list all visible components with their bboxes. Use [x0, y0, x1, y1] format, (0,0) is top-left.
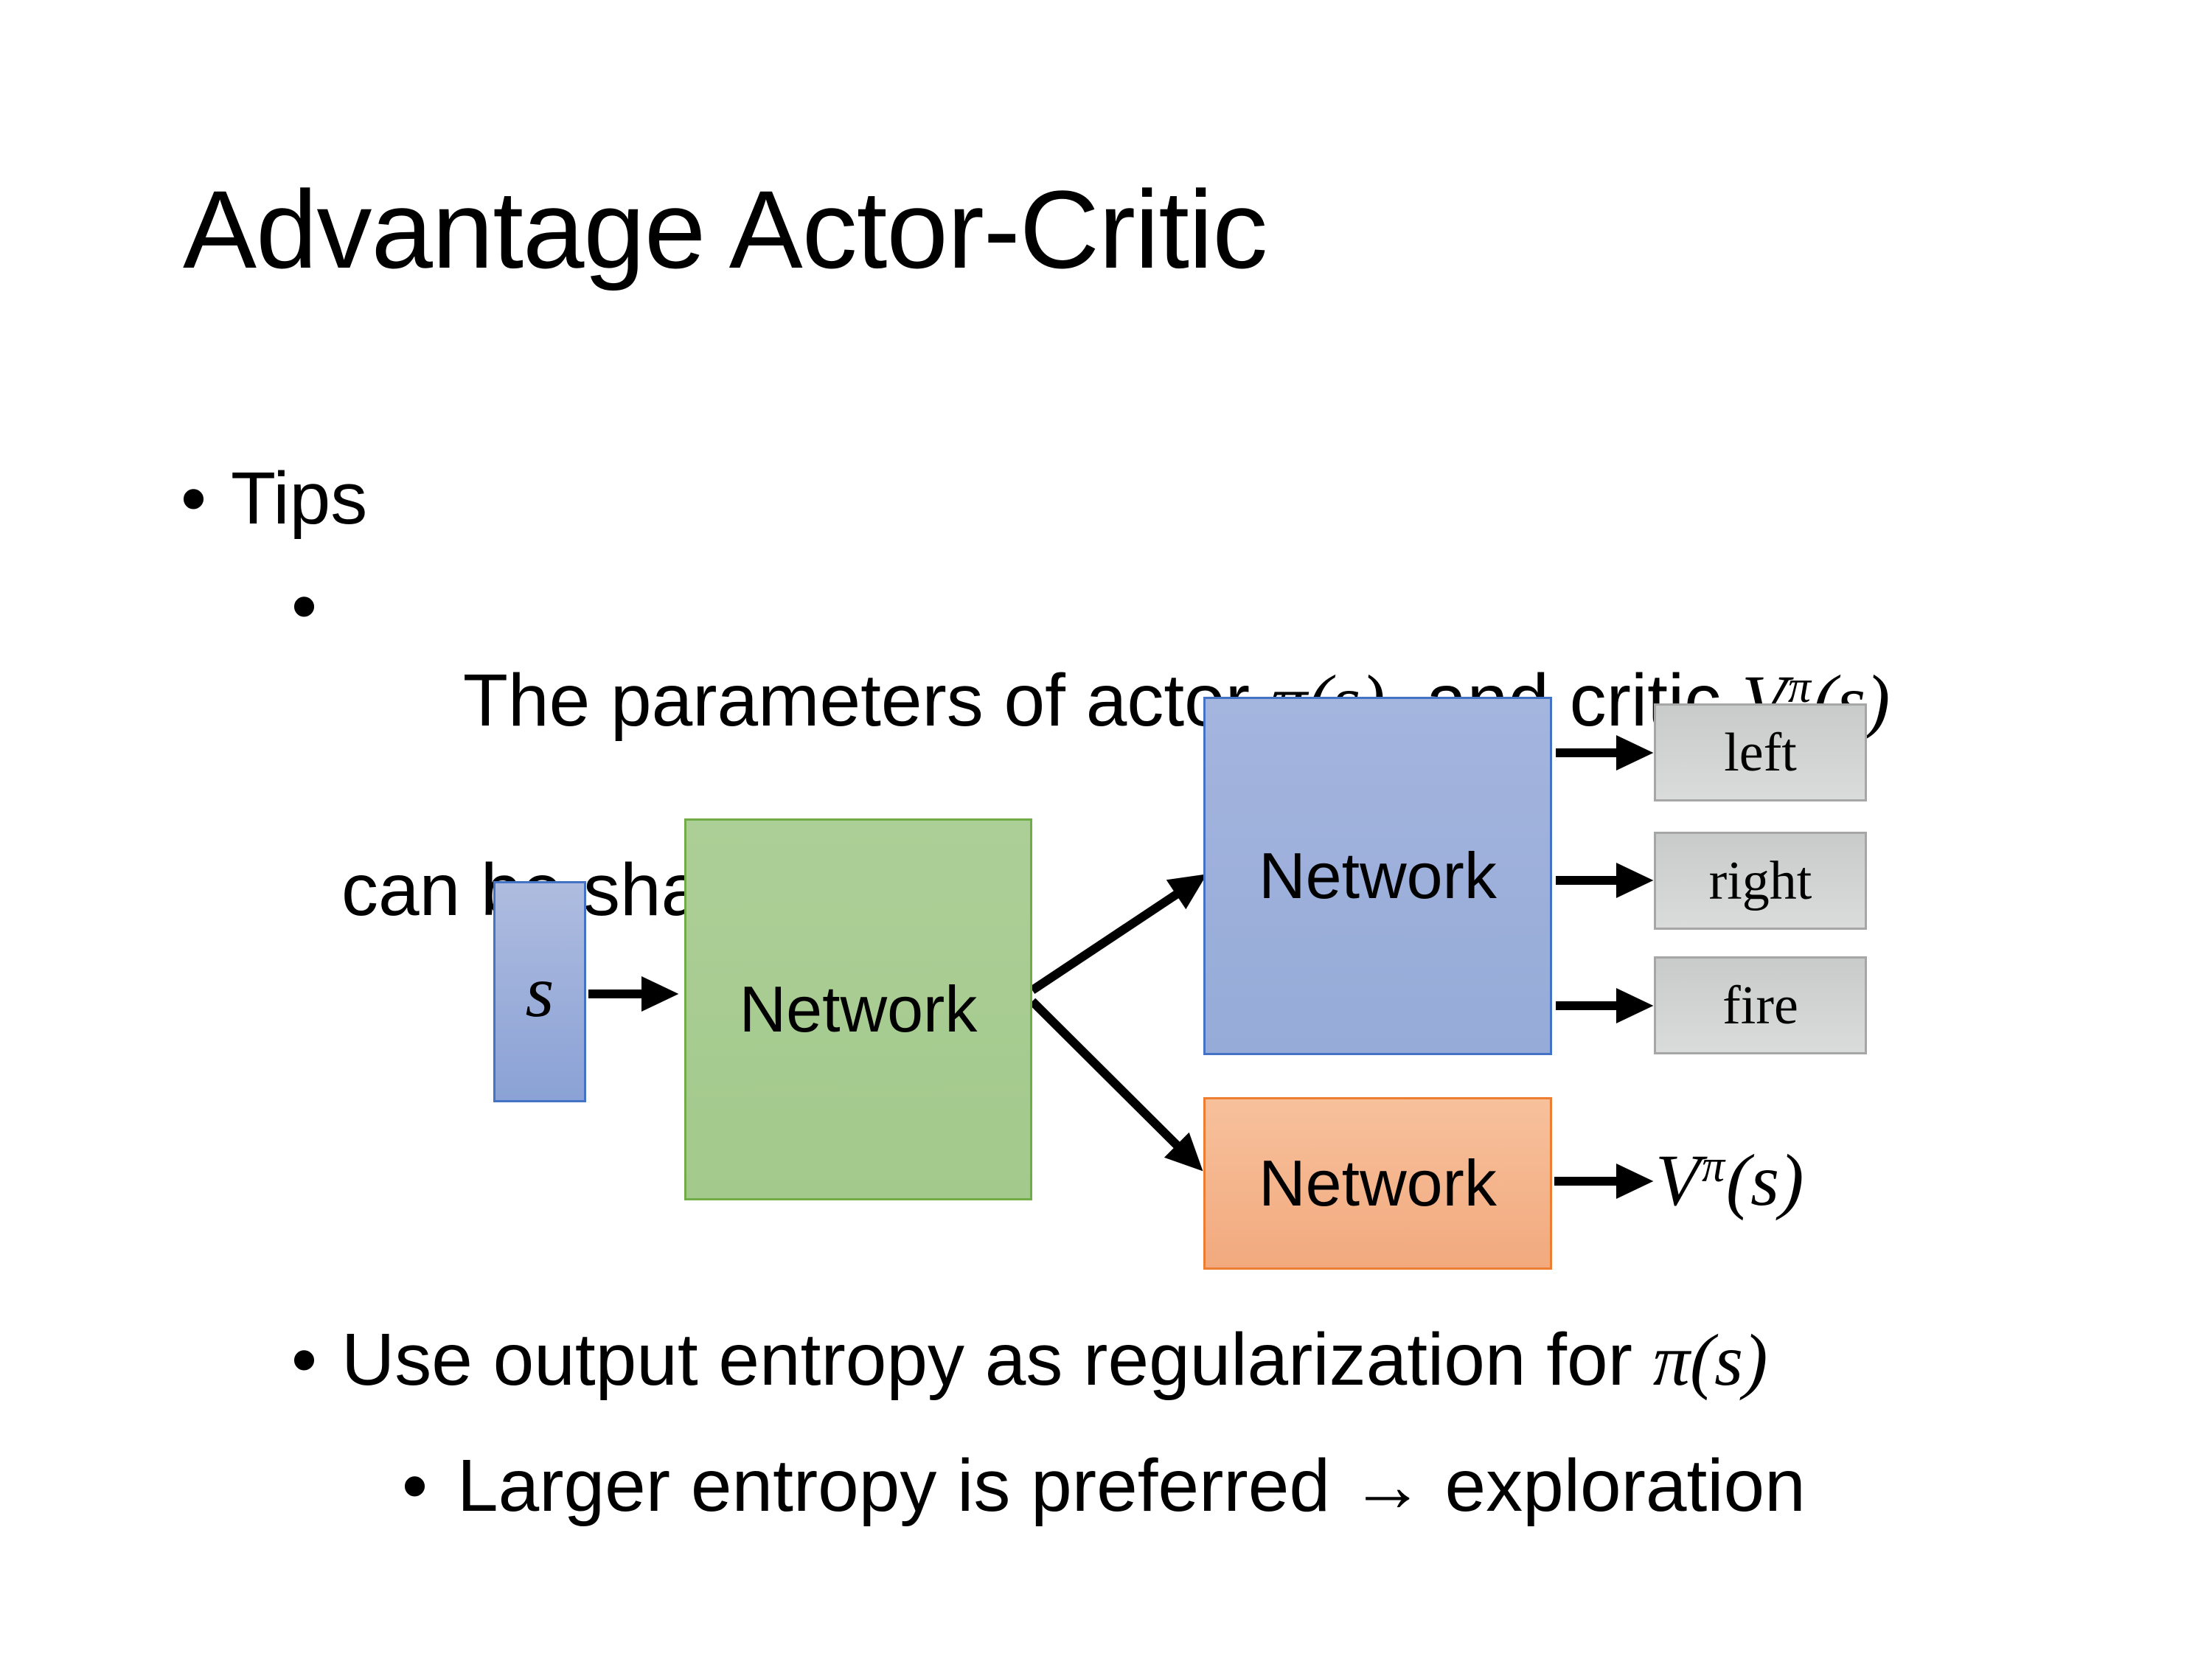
bullet-line-entropy-reg: • Use output entropy as regularization f… — [291, 1312, 1767, 1408]
shared-network-label: Network — [739, 973, 978, 1046]
shared-network-box: Network — [684, 818, 1032, 1200]
arrow-shared-to-critic — [1029, 998, 1203, 1172]
bullet-dot: • — [291, 1318, 318, 1401]
action-box-left: left — [1654, 703, 1867, 801]
entropy-reg-text: Use output entropy as regularization for… — [341, 1312, 1767, 1408]
tips-text: Tips — [231, 457, 368, 540]
value-args: (s) — [1725, 1139, 1804, 1221]
critic-network-box: Network — [1203, 1097, 1552, 1270]
actor-network-box: Network — [1203, 697, 1552, 1055]
critic-network-label: Network — [1259, 1147, 1497, 1220]
exploration-text: Larger entropy is preferred → exploratio… — [457, 1439, 1806, 1533]
value-output-math: Vπ(s) — [1655, 1144, 1804, 1217]
exploration-post: exploration — [1424, 1444, 1806, 1527]
entropy-reg-pre: Use output entropy as regularization for — [341, 1318, 1653, 1401]
state-label: s — [525, 950, 554, 1032]
bullet-dot: • — [291, 565, 318, 647]
action-box-fire: fire — [1654, 956, 1867, 1054]
bullet-dot: • — [181, 457, 207, 540]
state-input-box: s — [493, 881, 586, 1102]
bullet-line-exploration: • Larger entropy is preferred → explorat… — [402, 1439, 1806, 1533]
exploration-pre: Larger entropy is preferred — [457, 1444, 1351, 1527]
policy-math: π(s) — [1652, 1319, 1768, 1401]
action-label-left: left — [1724, 722, 1797, 783]
bullet-line-tips: • Tips — [181, 451, 367, 546]
slide-title: Advantage Actor-Critic — [183, 167, 1267, 291]
action-box-right: right — [1654, 832, 1867, 930]
action-label-fire: fire — [1722, 975, 1798, 1036]
action-label-right: right — [1708, 850, 1812, 911]
arrow-shared-to-actor — [1029, 874, 1207, 994]
right-arrow-glyph: → — [1350, 1444, 1425, 1527]
value-base: V — [1655, 1139, 1701, 1221]
actor-network-label: Network — [1259, 839, 1497, 912]
bullet-dot: • — [402, 1444, 428, 1527]
value-sup: π — [1701, 1141, 1725, 1192]
